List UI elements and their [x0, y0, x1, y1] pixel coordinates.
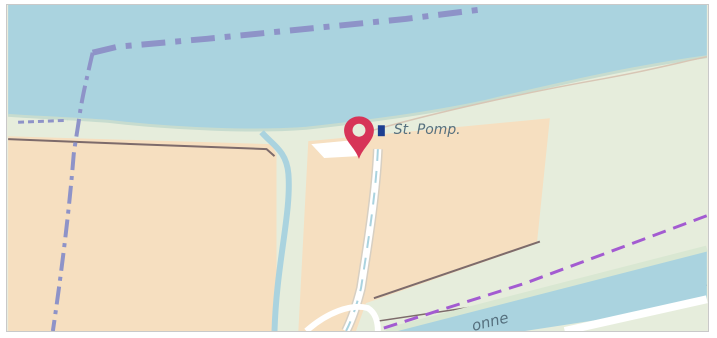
- map-frame: St. Pomp. onne: [6, 4, 709, 332]
- river-bank: [8, 55, 708, 132]
- admin-boundary: [383, 214, 708, 330]
- white-patch: [311, 140, 358, 159]
- farmland-west: [8, 136, 277, 331]
- canal-bank: [385, 245, 708, 331]
- canal-label: onne: [470, 308, 510, 331]
- map-pin-icon[interactable]: [344, 116, 374, 160]
- shore-path: [365, 55, 708, 133]
- footpath-shore: [18, 118, 68, 124]
- station-square-icon[interactable]: [377, 125, 385, 137]
- field-fence-top: [8, 138, 276, 157]
- footpath-west: [50, 52, 95, 331]
- place-label: St. Pomp.: [394, 122, 461, 138]
- ferry-route: [91, 6, 486, 56]
- creek: [259, 130, 292, 331]
- map-canvas[interactable]: St. Pomp. onne: [7, 5, 708, 331]
- field-fence-lower: [373, 240, 541, 300]
- junction-road[interactable]: [304, 303, 381, 331]
- river-water: [8, 5, 707, 130]
- canal-side-road[interactable]: [563, 295, 708, 331]
- main-road[interactable]: [342, 148, 382, 331]
